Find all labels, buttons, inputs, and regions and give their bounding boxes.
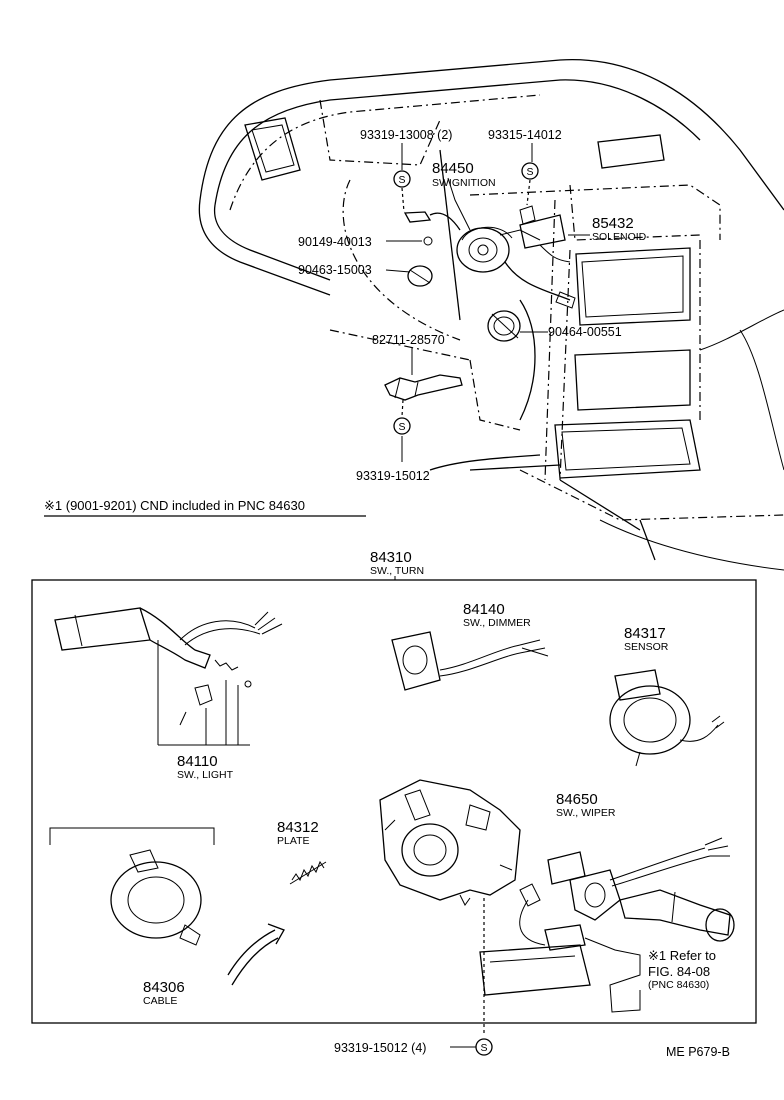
callout-90149-40013: 90149-40013 xyxy=(298,235,372,249)
svg-text:S: S xyxy=(480,1042,487,1054)
part-84306-name: CABLE xyxy=(143,995,177,1007)
lower-harness xyxy=(479,883,641,1013)
part-84450-name: SWIGNITION xyxy=(432,177,496,189)
spiral-cable xyxy=(110,849,202,946)
part-84140-name: SW., DIMMER xyxy=(463,617,531,629)
switch-body xyxy=(379,779,521,906)
dimmer-switch xyxy=(391,631,549,691)
upper-leaders xyxy=(385,143,590,462)
callout-82711-28570: 82711-28570 xyxy=(372,333,445,347)
part-84310-name: SW., TURN xyxy=(370,565,424,577)
svg-text:S: S xyxy=(526,166,533,178)
screw-icon: S xyxy=(393,170,411,188)
part-85432-name: SOLENOID xyxy=(592,231,647,243)
callout-90463-15003: 90463-15003 xyxy=(298,263,372,277)
part-84312-number: 84312 xyxy=(277,819,319,836)
light-switch-lever xyxy=(54,607,283,746)
callout-93319-15012-4: 93319-15012 (4) xyxy=(334,1041,426,1055)
screw-icon: S xyxy=(521,162,539,180)
callout-93319-15012: 93319-15012 xyxy=(356,469,430,483)
assembly-frame xyxy=(31,579,757,1024)
callout-90464-00551: 90464-00551 xyxy=(548,325,622,339)
part-84310-number: 84310 xyxy=(370,549,412,566)
screw-icon: S xyxy=(475,1038,493,1056)
callout-93315-14012: 93315-14012 xyxy=(488,128,562,142)
part-84110-number: 84110 xyxy=(177,753,218,770)
callout-93319-13008: 93319-13008 (2) xyxy=(360,128,452,142)
part-84110-name: SW., LIGHT xyxy=(177,769,234,781)
footnote-cnd: ※1 (9001-9201) CND included in PNC 84630 xyxy=(44,498,305,513)
part-84450-number: 84450 xyxy=(432,160,474,177)
refer-note-line2: FIG. 84-08 xyxy=(648,964,710,979)
svg-text:S: S xyxy=(398,421,405,433)
part-84650-number: 84650 xyxy=(556,791,598,808)
part-84317-name: SENSOR xyxy=(624,641,669,653)
refer-note-line1: ※1 Refer to xyxy=(648,948,716,963)
assembly-arrow-icon xyxy=(227,923,285,986)
refer-note-line3: (PNC 84630) xyxy=(648,979,709,991)
figure-code: ME P679-B xyxy=(666,1045,730,1059)
part-84312-name: PLATE xyxy=(277,835,309,847)
part-84306-number: 84306 xyxy=(143,979,185,996)
dashboard-illustration xyxy=(198,59,784,571)
part-84650-name: SW., WIPER xyxy=(556,807,616,819)
plate-spring xyxy=(289,860,327,885)
svg-text:S: S xyxy=(398,174,405,186)
wiper-switch xyxy=(547,837,735,942)
part-85432-number: 85432 xyxy=(592,215,634,232)
part-84317-number: 84317 xyxy=(624,625,666,642)
screw-icon: S xyxy=(393,417,411,435)
sensor-part xyxy=(609,669,725,767)
part-84140-number: 84140 xyxy=(463,601,505,618)
